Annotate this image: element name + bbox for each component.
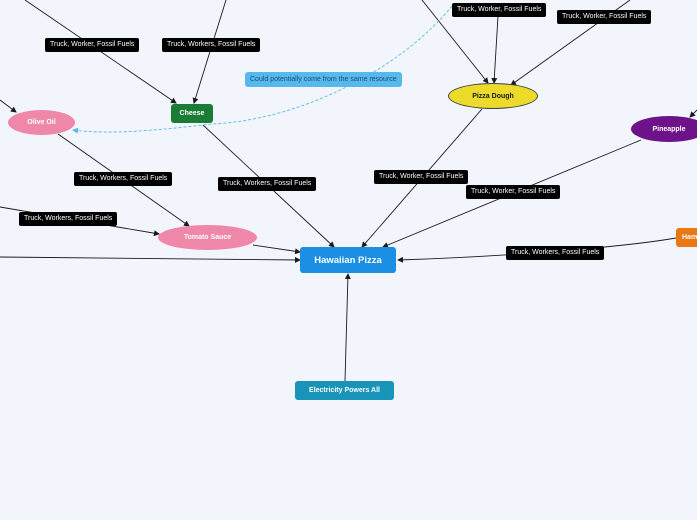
edge-label-pineapple-to-center[interactable]: Truck, Worker, Fossil Fuels [466,185,561,199]
edge-label-dough-to-center[interactable]: Truck, Worker, Fossil Fuels [374,170,469,184]
note-same-resource[interactable]: Could potentially come from the same res… [245,72,402,87]
edge-label-olive-to-sauce[interactable]: Truck, Workers, Fossil Fuels [74,172,173,186]
node-electricity-powers-all[interactable]: Electricity Powers All [295,381,394,400]
edge-label-ham-to-center[interactable]: Truck, Workers, Fossil Fuels [506,246,605,260]
edge-olive-oil-from-left [0,99,17,113]
edge-electricity-to-center [344,273,351,382]
edge-dough-from-top [491,15,499,84]
edge-label-dough-top-right[interactable]: Truck, Worker, Fossil Fuels [557,10,652,24]
edge-left-to-center [0,256,301,263]
edge-dough-from-top-left [421,0,489,84]
node-ham[interactable]: Ham [676,228,697,247]
node-cheese[interactable]: Cheese [171,104,213,123]
edge-label-cheese-top[interactable]: Truck, Workers, Fossil Fuels [162,38,261,52]
node-olive-oil[interactable]: Olive Oil [8,110,75,135]
node-pizza-dough[interactable]: Pizza Dough [448,83,538,109]
edge-label-olive-tl[interactable]: Truck, Worker, Fossil Fuels [45,38,140,52]
node-pineapple[interactable]: Pineapple [631,116,697,142]
edge-label-cheese-to-center[interactable]: Truck, Workers, Fossil Fuels [218,177,317,191]
central-topic-hawaiian-pizza[interactable]: Hawaiian Pizza [300,247,396,273]
edge-tomato-sauce-to-center [252,244,301,255]
note-link-dashed [72,5,453,134]
node-tomato-sauce[interactable]: Tomato Sauce [158,225,257,250]
edge-label-left-to-sauce[interactable]: Truck, Workers, Fossil Fuels [19,212,118,226]
edge-label-dough-top[interactable]: Truck, Worker, Fossil Fuels [452,3,547,17]
edge-pineapple-from-right [689,109,697,118]
